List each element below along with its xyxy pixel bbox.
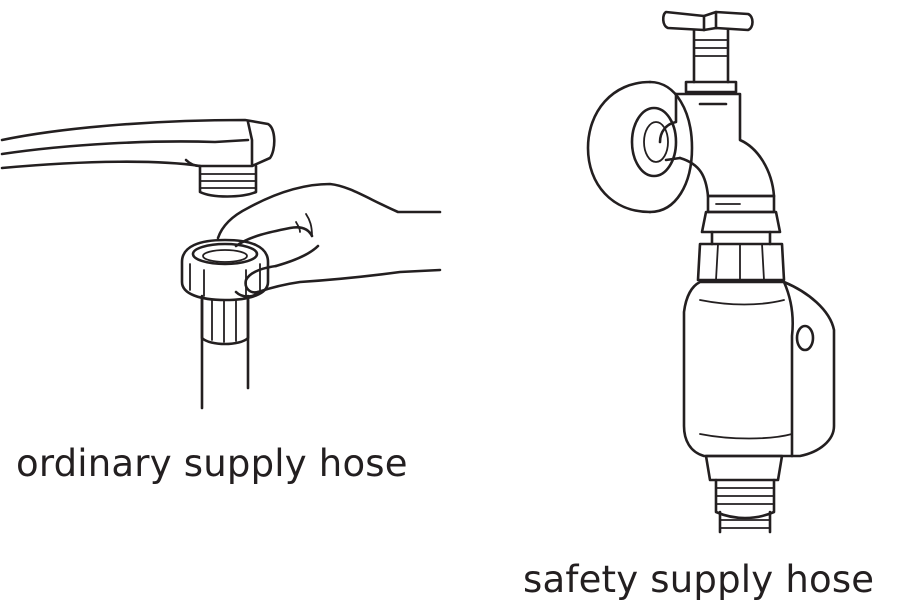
lower-fitting bbox=[704, 454, 784, 534]
upper-nut bbox=[696, 210, 786, 282]
wall-flange bbox=[586, 80, 694, 214]
caption-ordinary-supply-hose: ordinary supply hose bbox=[16, 442, 408, 485]
faucet-spout bbox=[0, 118, 276, 198]
caption-safety-supply-hose: safety supply hose bbox=[523, 558, 875, 601]
coupling-nut bbox=[180, 238, 270, 302]
tap-handle bbox=[661, 10, 754, 94]
ordinary-hose bbox=[200, 294, 250, 410]
tap-body bbox=[658, 92, 776, 214]
safety-valve-box bbox=[682, 280, 836, 458]
hand bbox=[216, 182, 442, 298]
